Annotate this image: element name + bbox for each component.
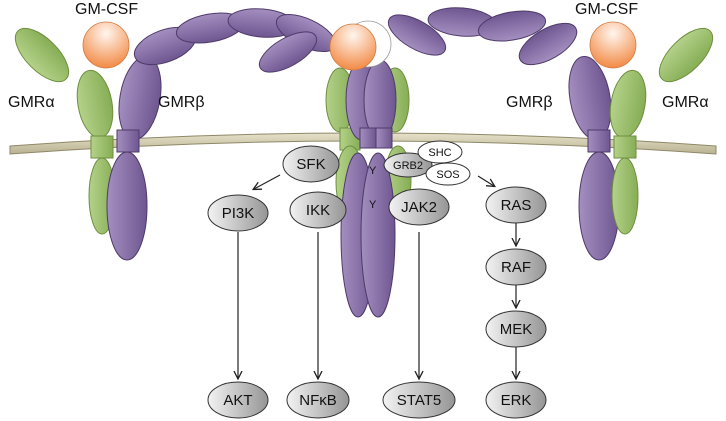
ligand-label-left: GM-CSF [75, 1, 138, 18]
node-ikk-label: IKK [306, 202, 330, 219]
node-pi3k: PI3K [207, 194, 269, 232]
node-nfkb-label: NFκB [299, 392, 337, 409]
gmr-alpha-label-right: GMRα [662, 94, 709, 111]
node-ras-label: RAS [501, 197, 532, 214]
cell-membrane [9, 132, 717, 155]
node-sos-label: SOS [436, 169, 459, 181]
arrow-sos-to-ras [477, 175, 494, 186]
node-sfk-label: SFK [296, 156, 325, 173]
node-erk: ERK [485, 381, 547, 419]
gmr-beta-label-left: GMRβ [158, 94, 205, 111]
node-nfkb: NFκB [286, 381, 350, 419]
node-grb2-label: GRB2 [393, 160, 423, 172]
node-pi3k-label: PI3K [222, 205, 255, 222]
node-sos: SOS [425, 162, 471, 186]
signal-arrows [238, 174, 516, 378]
node-ikk: IKK [289, 191, 347, 229]
tyrosine-label-lower: Y [369, 199, 377, 211]
gmr-alpha-left [14, 27, 116, 235]
gmcsf-ligand-center [329, 20, 392, 71]
gmcsf-ligand-left [82, 21, 130, 69]
beta-dimer-arches [175, 7, 578, 73]
arrow-sfk-to-pi3k [254, 174, 281, 189]
node-stat5-label: STAT5 [397, 392, 441, 409]
gmr-alpha-right [609, 27, 714, 235]
ligand-label-right: GM-CSF [575, 1, 638, 18]
gmcsf-ligand-right [589, 21, 637, 69]
node-jak2: JAK2 [388, 188, 450, 226]
node-erk-label: ERK [501, 392, 532, 409]
node-stat5: STAT5 [382, 381, 456, 419]
gmr-beta-label-right: GMRβ [506, 94, 553, 111]
node-sfk: SFK [282, 145, 340, 183]
node-shc: SHC [417, 140, 463, 164]
node-grb2: GRB2 [383, 152, 433, 178]
node-mek-label: MEK [500, 321, 533, 338]
node-mek: MEK [485, 310, 547, 348]
node-akt: AKT [207, 381, 269, 419]
gmr-beta-center [340, 59, 397, 318]
node-akt-label: AKT [223, 392, 252, 409]
node-raf-label: RAF [501, 259, 531, 276]
gmr-beta-right [568, 55, 620, 261]
node-shc-label: SHC [428, 147, 451, 159]
node-raf: RAF [485, 248, 547, 286]
gmr-alpha-label-left: GMRα [8, 94, 55, 111]
tyrosine-label-upper: Y [369, 165, 377, 177]
node-ras: RAS [485, 186, 547, 224]
node-jak2-label: JAK2 [401, 199, 437, 216]
